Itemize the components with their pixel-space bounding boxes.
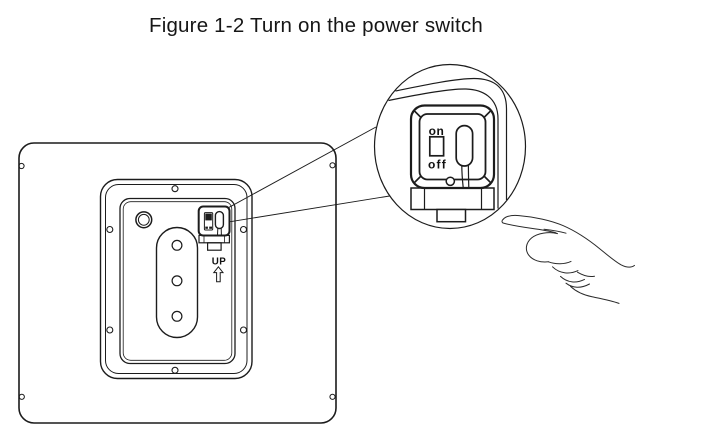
hand-folded-finger: [525, 232, 558, 263]
slot-hole-top: [171, 239, 183, 251]
power-switch-zoom: on off: [409, 104, 496, 223]
hand-index-top: [502, 214, 635, 268]
recess-screw-right-upper: [239, 225, 248, 234]
recess-screw-bottom: [171, 366, 179, 374]
power-switch-lever-stem: [217, 228, 222, 236]
plate-inner-line: [122, 201, 233, 361]
hand-thumb-line: [577, 271, 595, 278]
panel-edge-outer: [395, 77, 508, 200]
power-switch-tab: [207, 242, 222, 251]
power-switch: [197, 205, 231, 251]
up-label: UP: [212, 256, 226, 267]
power-switch-housing: [197, 205, 231, 237]
hand-index-bottom: [502, 222, 557, 234]
recess-inner-edge: [105, 184, 248, 374]
power-switch-on-mark: [205, 213, 212, 221]
zoom-switch-lever-stem: [461, 165, 470, 188]
plate-outline: [119, 197, 236, 365]
screw-hole-bottom-right: [329, 393, 336, 400]
hand-fingertip: [501, 219, 504, 224]
zoom-switch-indicator: [428, 135, 445, 157]
recess-screw-right-lower: [239, 326, 248, 334]
leader-line-lower: [229, 195, 390, 223]
zoom-switch-tab: [436, 208, 467, 223]
hand-fold-2: [552, 266, 579, 274]
device-outline: [18, 142, 337, 424]
round-port-outer: [135, 211, 153, 229]
recess-screw-top: [171, 185, 179, 193]
figure-caption: Figure 1-2 Turn on the power switch: [149, 14, 483, 37]
mount-slot: [155, 226, 199, 339]
screw-hole-top-left: [18, 162, 25, 170]
screw-hole-top-right: [329, 162, 336, 169]
power-switch-off-mark-2: [209, 226, 212, 229]
device-back-panel: UP: [18, 142, 337, 424]
hand-bottom-contour: [570, 285, 620, 304]
leader-line-upper: [227, 126, 377, 209]
mounting-plate: [119, 197, 236, 365]
recess-screw-left-lower: [106, 326, 114, 334]
screw-hole-bottom-left: [18, 393, 25, 400]
zoom-switch-base-ticks: [423, 188, 483, 210]
zoom-switch-lever: [455, 124, 474, 167]
off-label: off: [428, 158, 447, 172]
pointing-hand-icon: [501, 214, 635, 304]
slot-hole-middle: [171, 275, 183, 287]
power-switch-rocker-window: [203, 212, 214, 231]
panel-edge-inner: [388, 88, 499, 209]
hand-fold-3: [560, 275, 585, 283]
zoom-switch-corner-marks: [413, 110, 492, 184]
on-label: on: [429, 124, 445, 138]
up-indicator: UP: [212, 256, 226, 283]
panel-edge-lines: [388, 77, 508, 209]
recess-outer-edge: [99, 178, 253, 380]
hand-fold-4: [565, 282, 590, 288]
mounting-recess: [99, 178, 253, 380]
up-arrow-icon: [212, 265, 225, 283]
hand-fold-1: [548, 260, 572, 265]
callout-leader-lines: [227, 126, 390, 223]
hand-knuckle-crease: [543, 228, 567, 234]
power-switch-off-mark-1: [205, 226, 208, 229]
recess-screw-left-upper: [106, 225, 114, 234]
magnifier-callout: on off: [373, 63, 527, 230]
zoom-switch-housing: [409, 104, 496, 190]
zoom-switch-screw: [445, 176, 456, 187]
slot-hole-bottom: [171, 310, 183, 322]
round-port-inner: [137, 213, 150, 226]
power-switch-base-ticks: [203, 235, 225, 243]
power-switch-lever: [214, 210, 225, 230]
